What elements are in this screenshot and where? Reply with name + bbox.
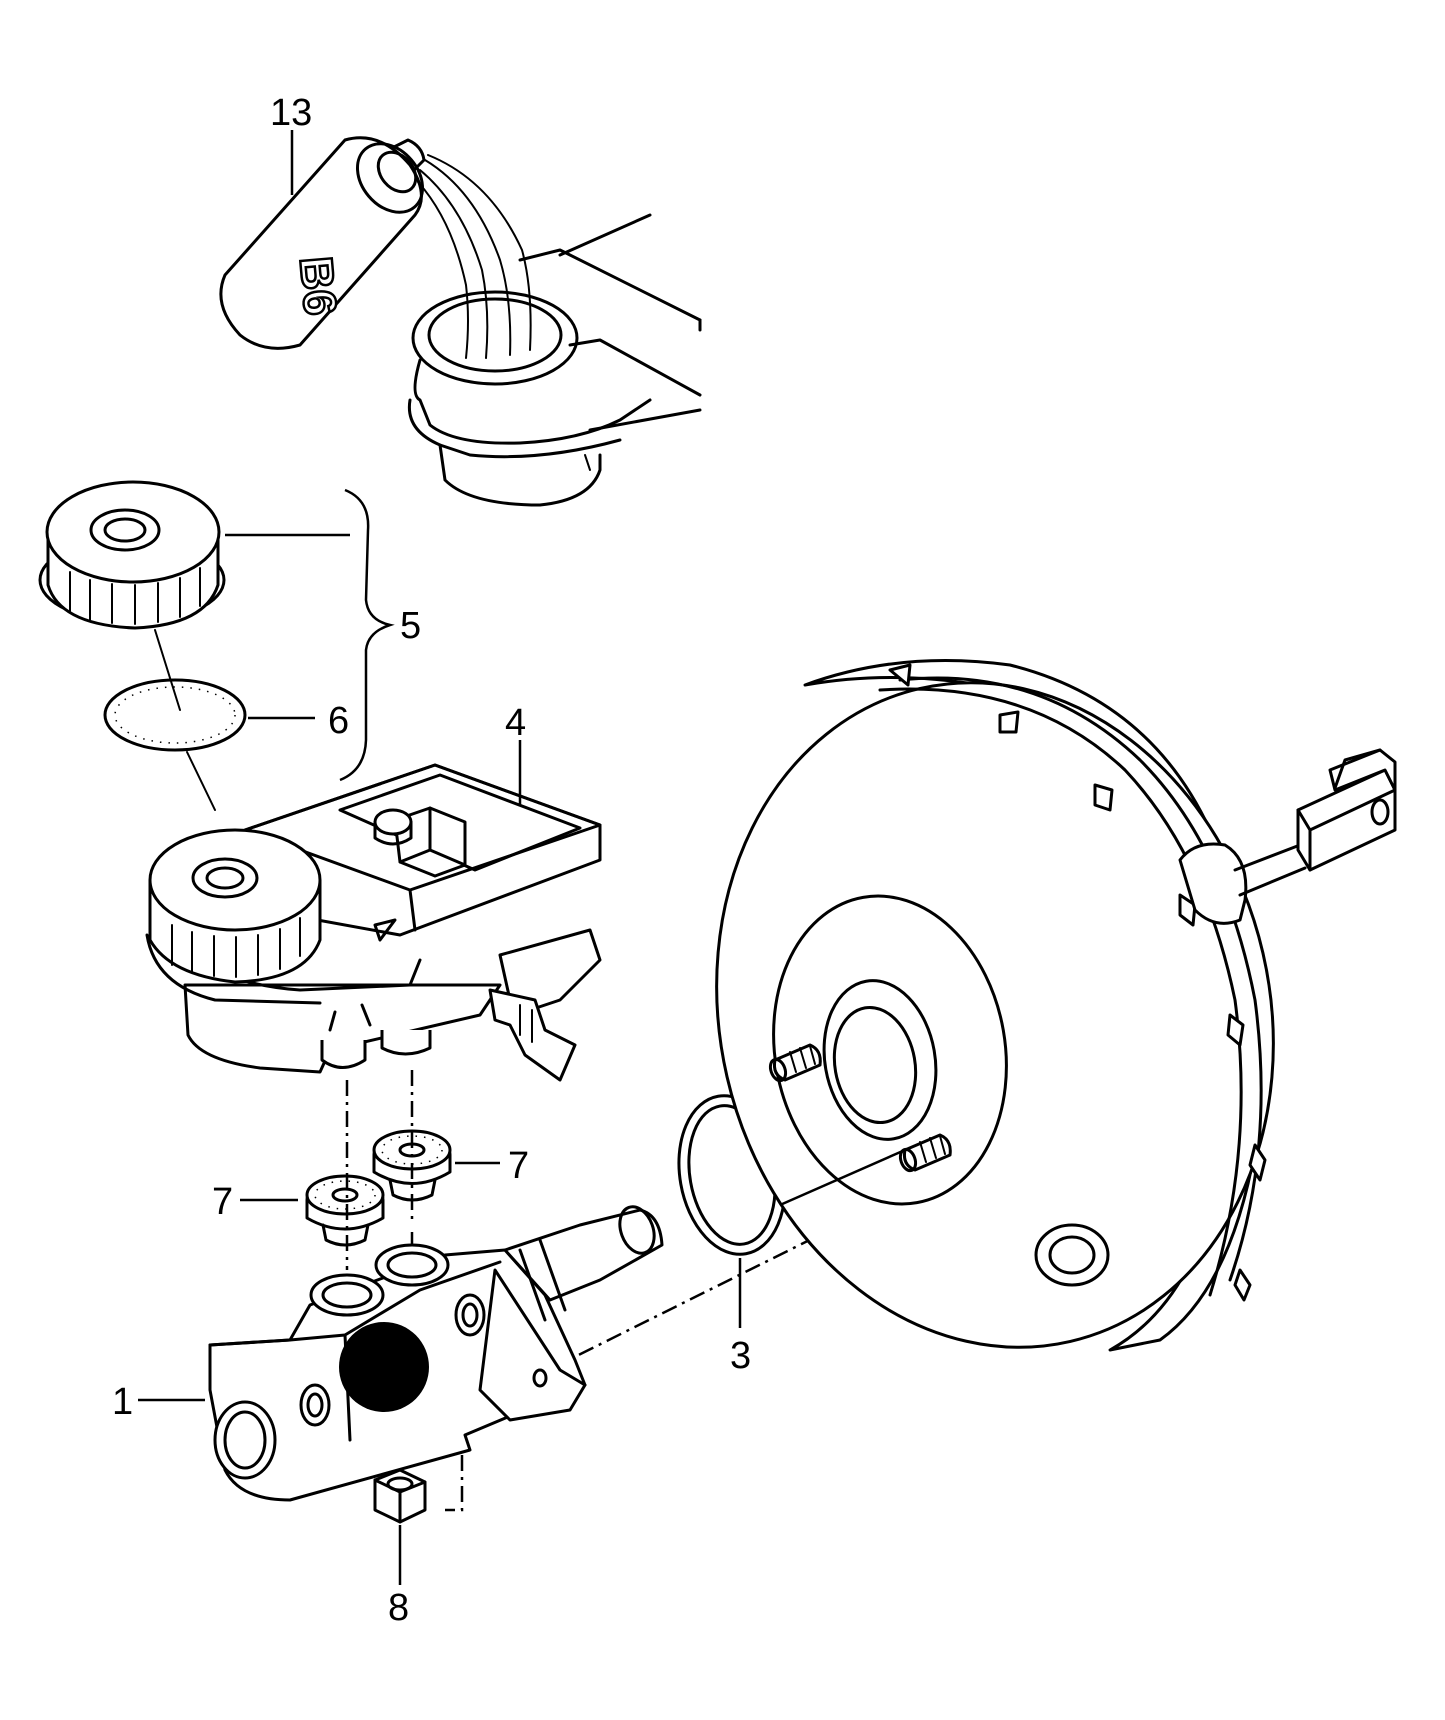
cap-seal[interactable] [103, 678, 247, 752]
brake-fluid-bottle[interactable]: B6 [219, 131, 436, 350]
master-cylinder[interactable] [208, 1202, 664, 1502]
brake-booster[interactable] [652, 627, 1397, 1404]
bottle-marking: B6 [290, 254, 347, 317]
ball-marker [339, 1322, 429, 1412]
callout-8: 8 [388, 1587, 409, 1629]
grommet-left[interactable] [305, 1174, 385, 1247]
reservoir-cap[interactable] [38, 480, 226, 630]
callout-1: 1 [112, 1381, 133, 1423]
callout-leaders [138, 130, 742, 1585]
brake-fluid-reservoir[interactable] [145, 763, 602, 1082]
callout-3: 3 [730, 1335, 751, 1377]
callout-6: 6 [328, 700, 349, 742]
callout-7-right: 7 [508, 1145, 529, 1187]
callout-7-left: 7 [212, 1181, 233, 1223]
seal-leader-lines [154, 629, 216, 811]
fluid-stream [417, 154, 532, 359]
callout-13: 13 [270, 92, 312, 134]
booster-leader [779, 1148, 906, 1207]
callout-4: 4 [505, 702, 526, 744]
callout-labels: 13 5 6 4 7 7 3 1 8 [112, 92, 751, 1629]
reservoir-cap-mounted [148, 828, 322, 984]
callout-5: 5 [400, 605, 421, 647]
hex-nut[interactable] [373, 1468, 427, 1524]
reservoir-with-bottle [407, 213, 702, 507]
